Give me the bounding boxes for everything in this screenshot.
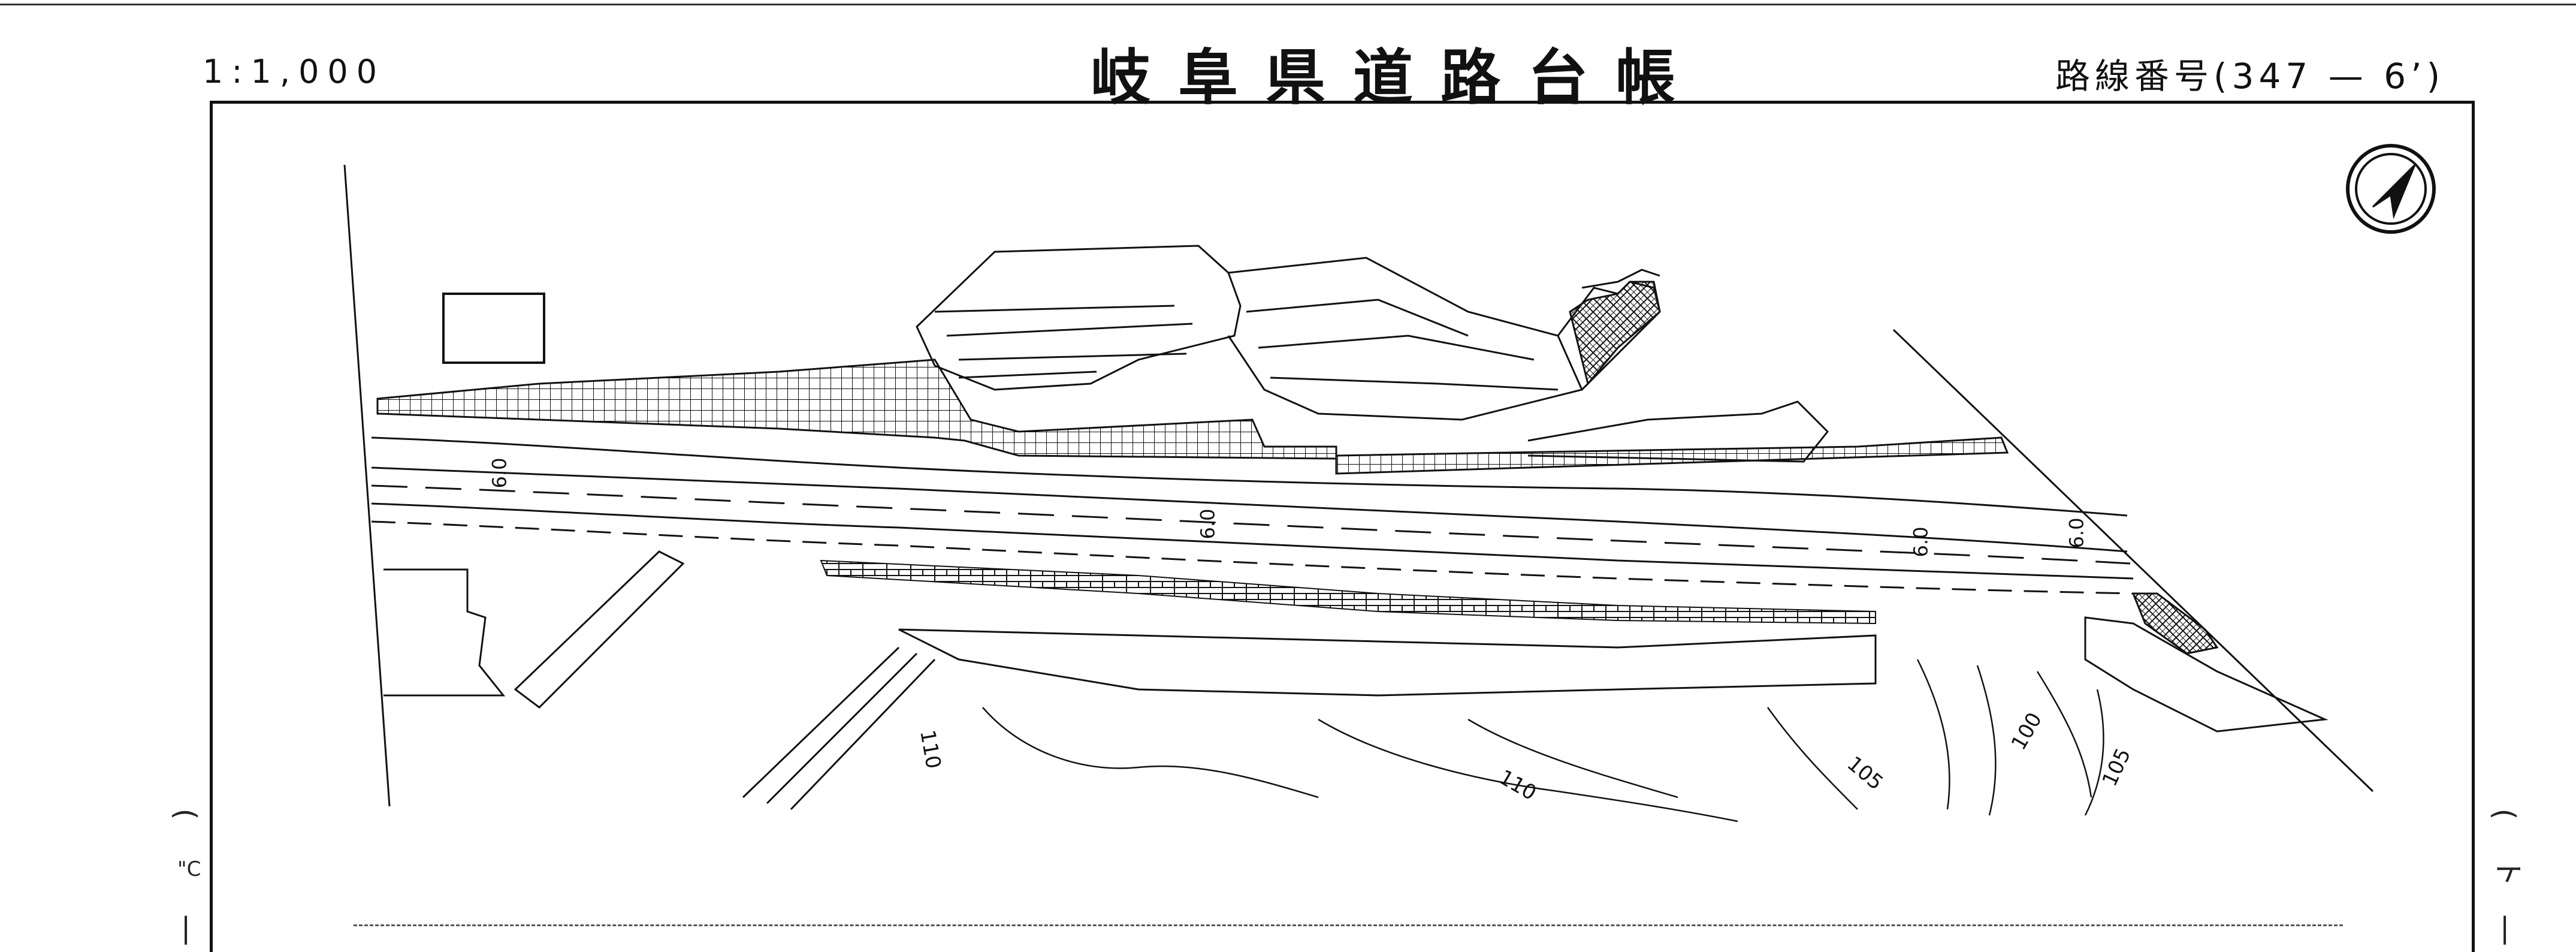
middle-right-wall [1335, 436, 2009, 475]
lower-wall [820, 559, 1876, 625]
north-arrow-icon [2346, 144, 2436, 234]
hatched-slope-upper [1569, 281, 1661, 386]
hatched-slope-lower [2131, 592, 2219, 655]
left-lower-diagonal-2 [742, 646, 936, 811]
bottom-guide-line [354, 924, 2343, 926]
left-margin-mark-2: "C [177, 857, 201, 881]
left-lower-area [383, 568, 506, 697]
road-lines [371, 436, 2134, 595]
road-width-label-1: 6.0 [488, 457, 511, 489]
right-diagonal-boundary [1892, 329, 2374, 793]
contour-lines [982, 659, 2104, 823]
upper-terraces [916, 245, 1661, 421]
upper-wall [376, 358, 1337, 460]
building-rect [442, 293, 545, 364]
road-width-label-3: 6.0 [1909, 526, 1932, 558]
map-scale: 1:1,000 [203, 53, 386, 91]
road-width-label-4: 6.0 [2065, 517, 2088, 549]
middle-right-terrace [1527, 400, 1829, 463]
route-number: 路線番号(347 — 6’) [2055, 56, 2445, 97]
left-lower-diagonal [514, 550, 685, 709]
top-rule [0, 4, 2576, 5]
left-boundary-line [343, 164, 391, 807]
lower-terrace [898, 628, 1877, 697]
left-margin-mark-3: | [181, 911, 191, 945]
right-lower-terrace [2084, 616, 2329, 733]
road-width-label-2: 6.0 [1196, 508, 1219, 540]
map-frame [210, 101, 2475, 952]
right-margin-mark-3: | [2500, 911, 2510, 945]
